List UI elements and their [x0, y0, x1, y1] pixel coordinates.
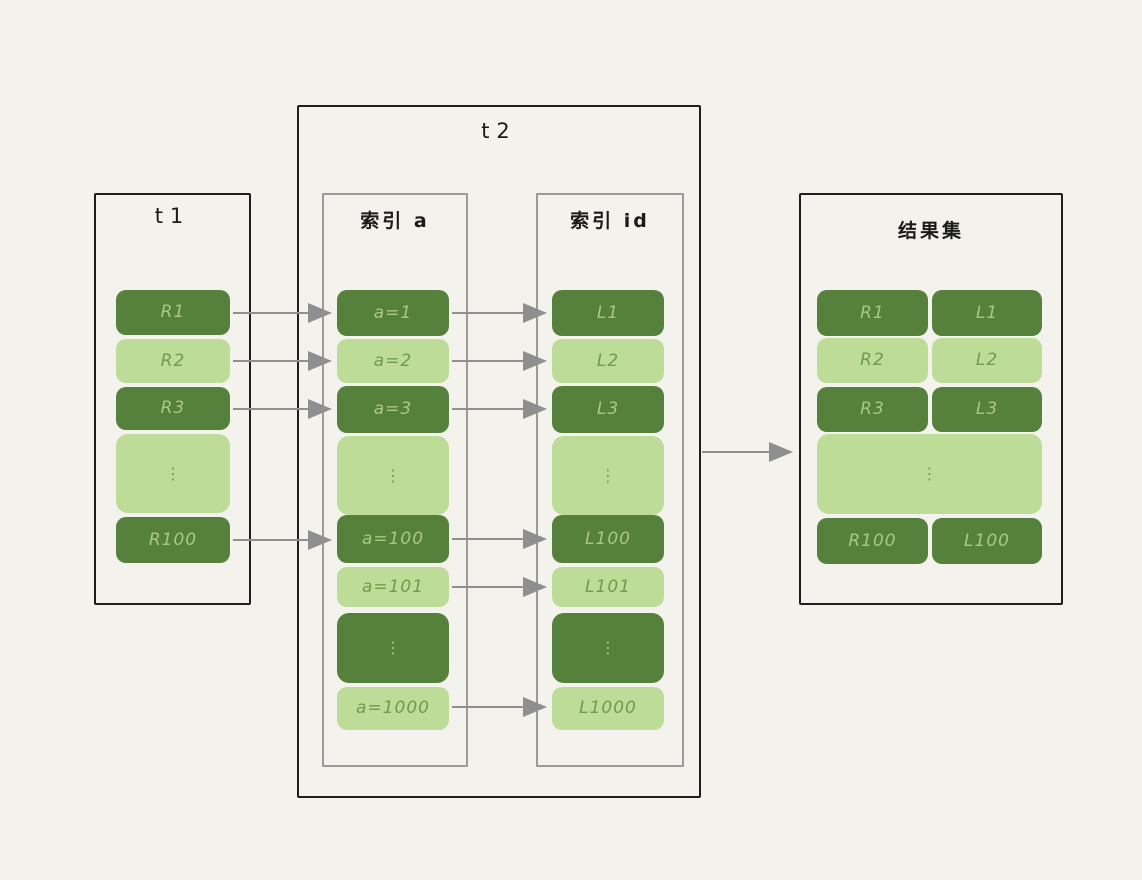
- result-row-1-right: L1: [932, 290, 1042, 336]
- index-a-title: 索引 a: [360, 210, 430, 232]
- index-a-row-2: a=2: [337, 339, 449, 383]
- index-id-row-ellipsis-1: ⋮: [552, 436, 664, 515]
- index-a-row-ellipsis-2: ⋮: [337, 613, 449, 683]
- t1-row-ellipsis: ⋮: [116, 434, 230, 513]
- index-a-row-101: a=101: [337, 567, 449, 607]
- index-a-row-ellipsis-1: ⋮: [337, 436, 449, 515]
- index-id-row-ellipsis-2: ⋮: [552, 613, 664, 683]
- index-id-title: 索引 id: [570, 210, 650, 232]
- result-row-1-left: R1: [817, 290, 928, 336]
- table-t2-box: [297, 105, 701, 798]
- result-row-100-left: R100: [817, 518, 928, 564]
- index-id-row-1: L1: [552, 290, 664, 336]
- table-t1-title: t1: [154, 204, 191, 228]
- t1-row-r3: R3: [116, 387, 230, 430]
- index-id-row-101: L101: [552, 567, 664, 607]
- t1-row-r100: R100: [116, 517, 230, 563]
- table-t2-title: t2: [481, 119, 517, 143]
- index-id-row-2: L2: [552, 339, 664, 383]
- result-row-100-right: L100: [932, 518, 1042, 564]
- t1-row-r2: R2: [116, 339, 230, 383]
- index-id-row-100: L100: [552, 515, 664, 563]
- index-a-row-3: a=3: [337, 386, 449, 433]
- result-row-ellipsis: ⋮: [817, 434, 1042, 514]
- result-row-3-left: R3: [817, 387, 928, 432]
- result-row-2-left: R2: [817, 338, 928, 383]
- result-row-2-right: L2: [932, 338, 1042, 383]
- t1-row-r1: R1: [116, 290, 230, 335]
- result-set-title: 结果集: [897, 220, 964, 242]
- index-a-row-100: a=100: [337, 515, 449, 563]
- index-id-row-1000: L1000: [552, 687, 664, 730]
- table-t1-box: [94, 193, 251, 605]
- result-row-3-right: L3: [932, 387, 1042, 432]
- index-a-row-1: a=1: [337, 290, 449, 336]
- index-a-box: [322, 193, 468, 767]
- index-id-row-3: L3: [552, 386, 664, 433]
- result-set-box: [799, 193, 1063, 605]
- index-id-box: [536, 193, 684, 767]
- index-a-row-1000: a=1000: [337, 687, 449, 730]
